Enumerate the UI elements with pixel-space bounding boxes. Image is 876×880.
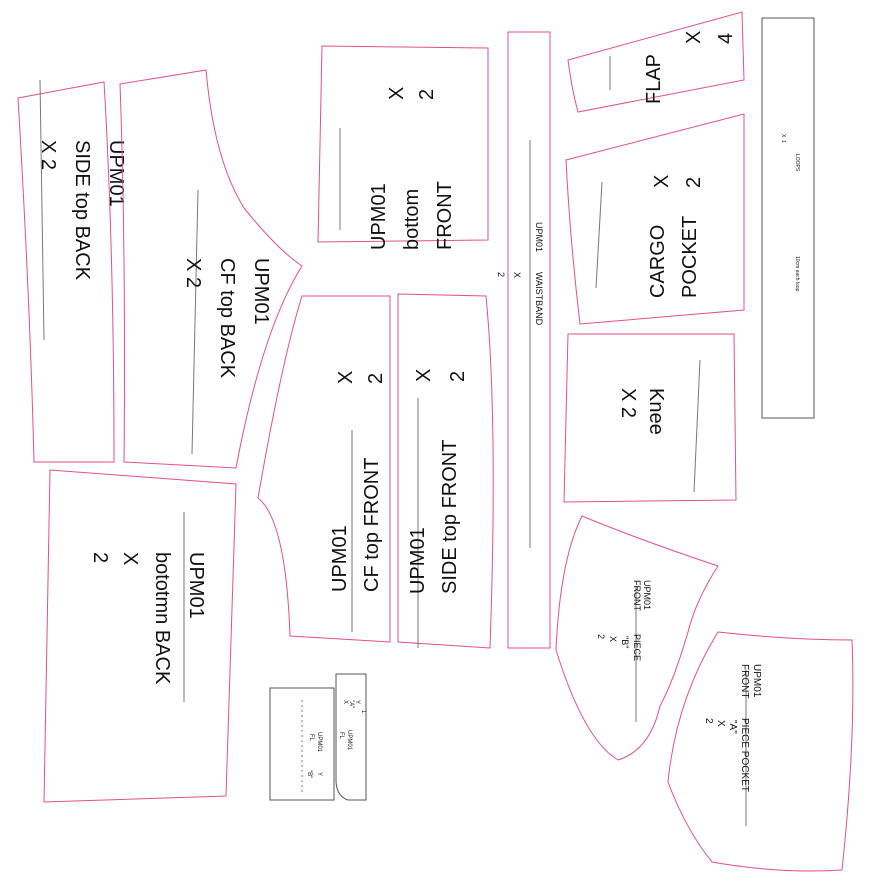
fl-small-1-letter: "B" [306, 770, 312, 778]
bottom-back-qty: 2 [89, 552, 111, 563]
front-piece-pocket-a-qty: 2 [703, 718, 714, 724]
flap-qty: 4 [715, 33, 737, 44]
piece-side-top-back: UPM01 SIDE top BACK X 2 [17, 79, 127, 463]
fl-small-2-letter: "A" [348, 700, 354, 708]
front-piece-b-code: UPM01 [642, 580, 652, 610]
side-top-back-grainline [39, 79, 45, 341]
cf-top-back-name: CF top BACK [216, 258, 238, 379]
piece-side-top-front: UPM01 SIDE top FRONT X 2 [397, 293, 494, 649]
side-top-front-code: UPM01 [407, 527, 429, 594]
front-piece-pocket-a-front: FRONT [739, 664, 750, 698]
knee-name: Knee [645, 388, 667, 435]
fl-small-1-fl: FL [308, 734, 314, 742]
front-piece-pocket-a-name: PIECE POCKET [739, 718, 750, 792]
side-top-back-name: SIDE top BACK [71, 140, 93, 281]
loops-qty: 1 [780, 140, 786, 143]
cf-top-front-code: UPM01 [329, 525, 351, 592]
bottom-front-outline [317, 45, 489, 243]
front-piece-b-x: X [608, 636, 618, 642]
piece-bottom-front: UPM01 bottom FRONT X 2 [317, 45, 489, 250]
waistband-outline [507, 31, 551, 649]
loops-outline [761, 17, 815, 419]
front-piece-b-front: FRONT [632, 580, 642, 611]
piece-loops: LOOPS X 1 10cm each loop [761, 17, 815, 419]
front-piece-pocket-a-x: X [715, 720, 726, 727]
bottom-back-outline [43, 469, 237, 803]
side-top-back-qty: X 2 [37, 140, 59, 170]
waistband-code: UPM01 [534, 222, 544, 252]
loops-name: LOOPS [794, 154, 800, 172]
bottom-front-x: X [386, 87, 408, 100]
cargo-pocket-qty: 2 [683, 177, 705, 188]
fl-small-2-fl: FL [338, 732, 344, 740]
side-top-back-code: UPM01 [105, 140, 127, 207]
cf-top-front-x: X [335, 371, 357, 384]
piece-cargo-pocket: CARGO POCKET X 2 [565, 113, 745, 325]
bottom-back-name: bototmn BACK [151, 552, 173, 685]
cargo-pocket-line1: CARGO [647, 225, 669, 298]
piece-bottom-back: UPM01 bototmn BACK X 2 [43, 469, 237, 803]
waistband-qty: 2 [496, 272, 506, 277]
fl-small-2-qty: 1 [360, 710, 366, 714]
piece-fl-small-2: Y "A" X 1 UPM01 FL [335, 673, 367, 801]
flap-x: X [683, 31, 705, 44]
bottom-front-qty: 2 [416, 89, 438, 100]
cargo-pocket-line2: POCKET [679, 216, 701, 298]
side-top-front-x: X [413, 369, 435, 382]
piece-waistband: UPM01 WAISTBAND X 2 [496, 31, 551, 649]
cargo-pocket-grainline [595, 181, 603, 289]
cf-top-back-grainline [191, 189, 199, 455]
cf-top-front-outline [257, 295, 391, 643]
front-piece-b-piece: PIECE [632, 634, 642, 661]
piece-front-piece-pocket-a: UPM01 FRONT PIECE POCKET "A" X 2 [667, 631, 854, 872]
flap-name: FLAP [643, 54, 665, 104]
bottom-front-code: UPM01 [368, 183, 390, 250]
fl-small-1-outline [269, 687, 335, 801]
knee-qty: X 2 [617, 388, 639, 418]
piece-cf-top-front: UPM01 CF top FRONT X 2 [257, 295, 391, 643]
fl-small-2-y: Y [354, 700, 360, 704]
cargo-pocket-x: X [651, 175, 673, 188]
fl-small-1-y: Y [316, 772, 322, 776]
front-piece-pocket-a-letter: "A" [727, 720, 738, 734]
front-piece-b-outline [555, 515, 719, 761]
side-top-front-name: SIDE top FRONT [439, 440, 461, 594]
cf-top-back-code: UPM01 [250, 258, 272, 325]
side-top-front-qty: 2 [447, 371, 469, 382]
side-top-back-outline [17, 81, 115, 463]
side-top-front-outline [397, 293, 494, 649]
fl-small-2-code: UPM01 [346, 730, 352, 751]
fl-small-1-code: UPM01 [316, 732, 322, 753]
piece-flap: FLAP X 4 [567, 11, 745, 113]
piece-knee: Knee X 2 [563, 333, 737, 503]
loops-note: 10cm each loop [794, 256, 800, 292]
flap-outline [567, 11, 745, 113]
cf-top-front-name: CF top FRONT [361, 458, 383, 592]
front-piece-pocket-a-outline [667, 631, 854, 872]
piece-fl-small-1: UPM01 FL Y "B" [269, 687, 335, 801]
cf-top-back-outline [119, 69, 303, 469]
cargo-pocket-outline [565, 113, 745, 325]
front-piece-b-letter: "B" [620, 636, 630, 648]
fl-small-2-x: X [342, 700, 348, 704]
knee-outline [563, 333, 737, 503]
bottom-back-code: UPM01 [185, 552, 207, 619]
bottom-front-line2: bottom [401, 189, 423, 250]
cf-top-back-qty: X 2 [182, 258, 204, 288]
piece-front-piece-b: UPM01 FRONT PIECE "B" X 2 [555, 515, 719, 761]
waistband-x: X [512, 272, 522, 278]
knee-grainline [693, 359, 701, 493]
bottom-front-line3: FRONT [434, 181, 456, 250]
fl-small-2-outline [335, 673, 367, 801]
loops-x: X [780, 134, 786, 138]
piece-cf-top-back: UPM01 CF top BACK X 2 [119, 69, 303, 469]
front-piece-pocket-a-code: UPM01 [751, 664, 762, 698]
cf-top-front-qty: 2 [365, 373, 387, 384]
front-piece-b-qty: 2 [596, 634, 606, 639]
bottom-back-x: X [119, 552, 141, 565]
waistband-name: WAISTBAND [534, 272, 544, 326]
